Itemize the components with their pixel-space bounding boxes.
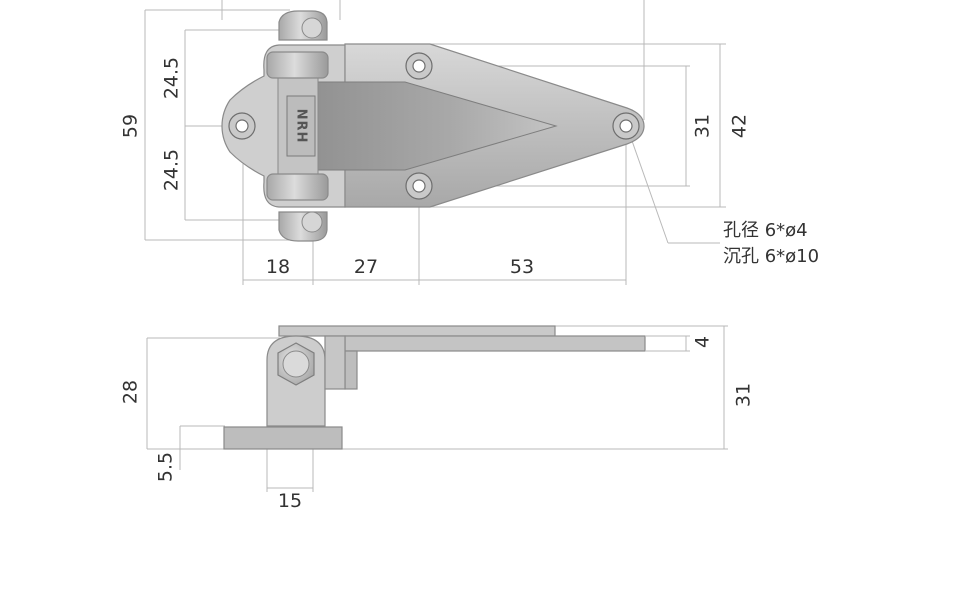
top-view: NRH 59 24. [120,0,819,285]
upper-barrel [266,10,329,79]
lower-barrel [266,173,329,242]
dim-height-31: 31 [733,383,755,407]
mounting-hole-top [405,52,433,80]
dim-lower-24-5: 24.5 [161,149,183,191]
logo-plate [286,95,316,157]
dim-upper-24-5: 24.5 [161,57,183,99]
side-view: 28 5.5 15 4 31 [120,325,755,512]
mounting-hole-tip [612,112,640,140]
side-web [344,350,358,390]
dim-seg-27: 27 [354,256,378,278]
mounting-hole-left [228,112,256,140]
top-view-dimension-lines [144,0,726,285]
dim-height-59: 59 [120,114,142,138]
dim-seg-53: 53 [510,256,534,278]
dim-seg-18: 18 [266,256,290,278]
dim-width-42: 42 [729,114,751,138]
side-top-plate [278,325,556,337]
side-arm-plate [344,335,646,352]
dim-width-31: 31 [692,114,714,138]
hole-note-line1: 孔径 6*ø4 [723,220,808,241]
hole-note-line2: 沉孔 6*ø10 [723,246,819,267]
side-base-plate [223,426,343,450]
side-knuckle-shoulder [324,335,346,390]
dim-base-5-5: 5.5 [155,452,177,482]
mounting-hole-bottom [405,172,433,200]
dim-plate-4: 4 [692,336,714,348]
dim-base-width-15: 15 [278,490,302,512]
dim-height-28: 28 [120,380,142,404]
logo-text: NRH [294,109,309,144]
